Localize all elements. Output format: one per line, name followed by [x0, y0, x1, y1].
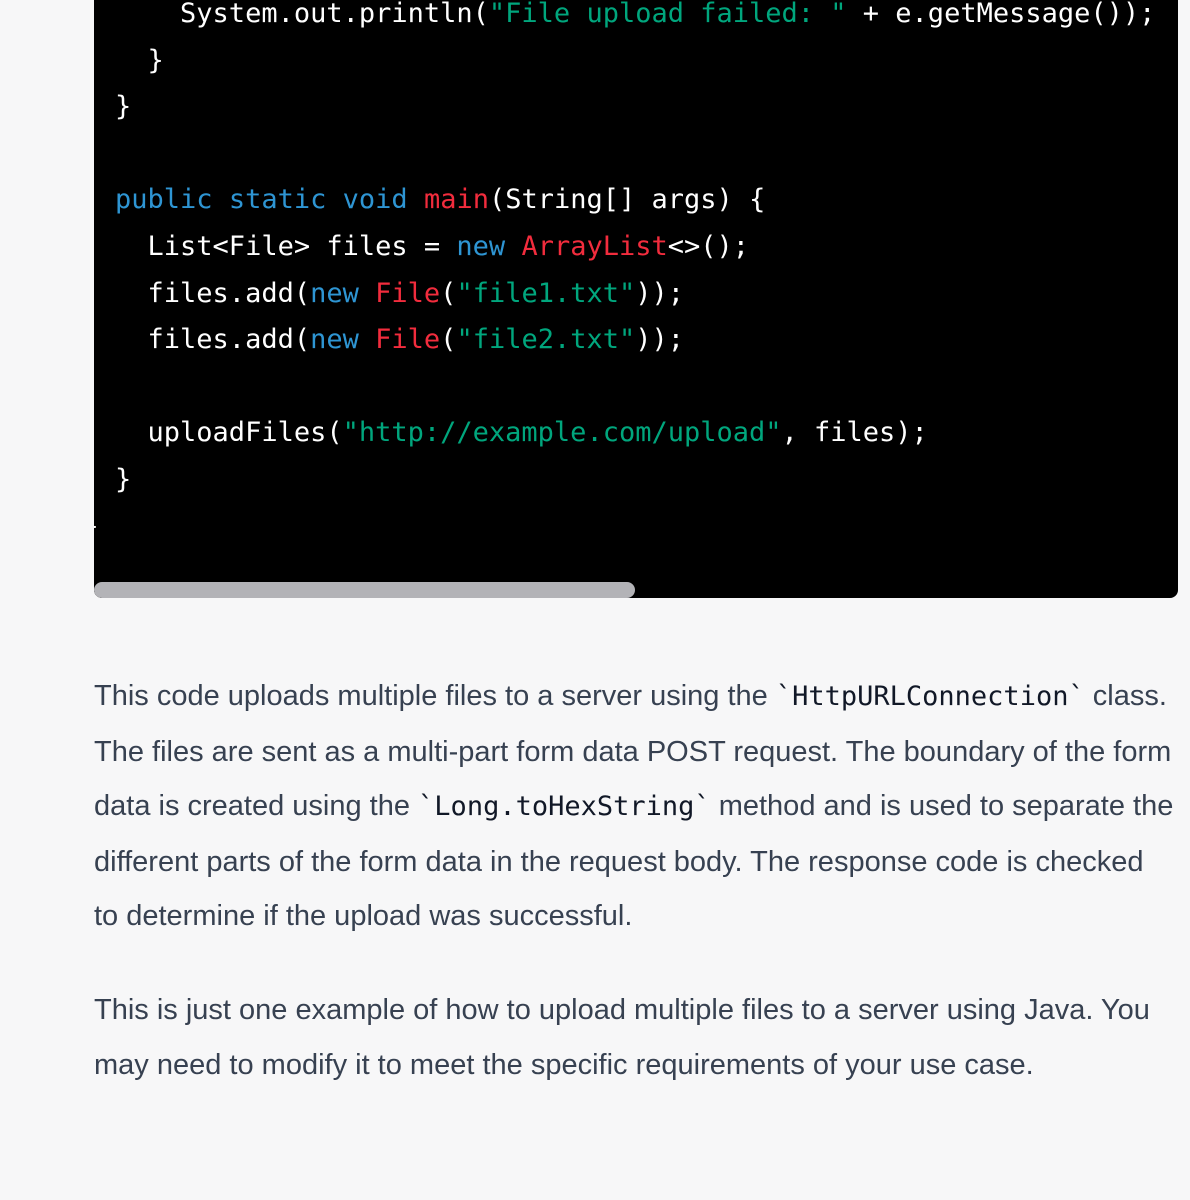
inline-code-long-tohexstring: `Long.toHexString` [418, 791, 711, 823]
code-line [94, 364, 1155, 411]
code-token: void [342, 184, 408, 216]
closing-paragraph: This is just one example of how to uploa… [94, 993, 1150, 1081]
code-token: "File upload failed: " [488, 0, 847, 29]
code-block[interactable]: System.out.println("File upload failed: … [94, 0, 1178, 598]
code-line [94, 131, 1155, 178]
code-token: main [423, 184, 489, 216]
code-token: } [94, 511, 99, 542]
code-token: ArrayList [521, 230, 668, 262]
code-token [359, 278, 375, 309]
code-token: files.add( [147, 277, 311, 309]
response-text: This code uploads multiple files to a se… [94, 669, 1174, 1131]
code-token [359, 324, 375, 355]
code-token: ( [440, 324, 457, 356]
code-token: (String[] args) { [488, 184, 766, 216]
code-line: } [94, 457, 1155, 504]
code-line: } [94, 504, 1155, 551]
code-line: files.add(new File("file1.txt")); [94, 271, 1155, 318]
code-token: "file2.txt" [456, 324, 636, 356]
code-token [326, 184, 342, 215]
code-token: new [456, 230, 506, 262]
code-token [505, 231, 521, 262]
code-token: uploadFiles( [147, 417, 343, 449]
code-token: } [147, 44, 164, 76]
code-line: System.out.println("File upload failed: … [94, 0, 1155, 38]
code-line: } [94, 84, 1155, 131]
code-content: System.out.println("File upload failed: … [94, 0, 1155, 550]
code-token: "http://example.com/upload" [342, 417, 782, 449]
code-token: new [310, 324, 359, 356]
code-token: + e.getMessage()); [846, 0, 1156, 29]
code-token: , files); [781, 417, 928, 449]
code-token: )); [635, 324, 685, 356]
code-token: <>(); [667, 230, 750, 262]
code-token [213, 184, 229, 215]
code-token: ( [440, 277, 457, 309]
code-token: static [228, 184, 327, 216]
code-token: files.add( [147, 324, 311, 356]
code-token [408, 184, 424, 215]
explanation-paragraph: This code uploads multiple files to a se… [94, 680, 1174, 933]
code-token: new [310, 277, 359, 309]
code-line: files.add(new File("file2.txt")); [94, 317, 1155, 364]
code-token: File [375, 277, 441, 309]
code-line: List<File> files = new ArrayList<>(); [94, 224, 1155, 271]
code-token: )); [635, 277, 685, 309]
code-token [94, 184, 115, 215]
code-line: public static void main(String[] args) { [94, 177, 1155, 224]
code-token: List<File> files = [147, 230, 441, 262]
code-line: uploadFiles("http://example.com/upload",… [94, 410, 1155, 457]
code-line: } [94, 38, 1155, 85]
horizontal-scrollbar[interactable] [94, 582, 635, 598]
code-token: public [115, 184, 213, 216]
code-token: System.out.println( [180, 0, 489, 29]
code-token: } [115, 91, 132, 123]
code-token: File [375, 324, 441, 356]
inline-code-httpurlconnection: `HttpURLConnection` [775, 681, 1085, 712]
code-token: "file1.txt" [456, 277, 636, 309]
code-token: } [115, 463, 132, 495]
